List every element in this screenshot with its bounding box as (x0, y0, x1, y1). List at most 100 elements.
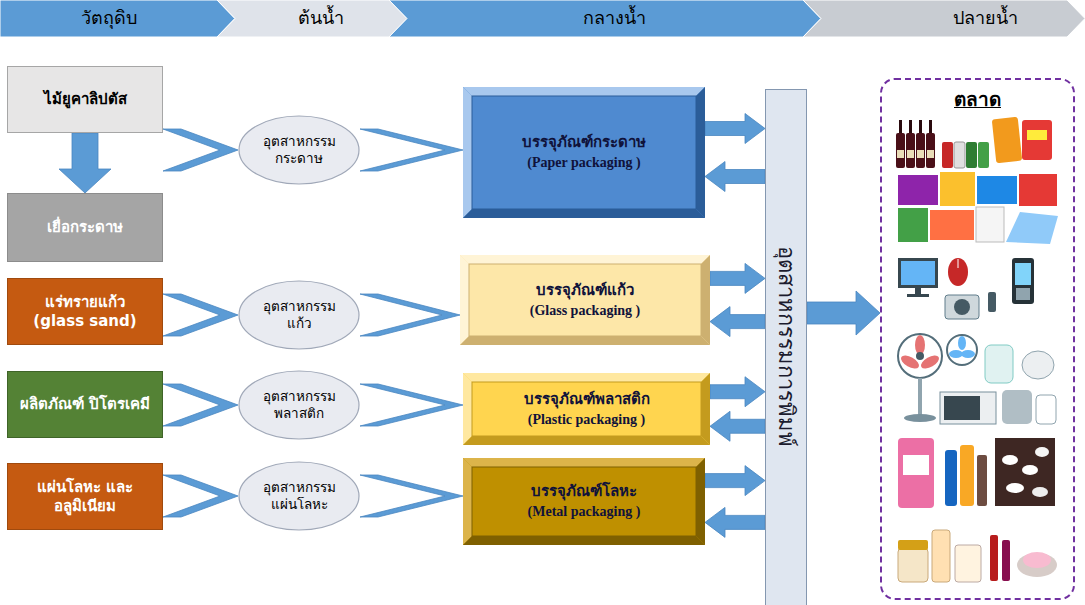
node-label: อุตสาหกรรม แก้ว (252, 298, 347, 332)
node-label: บรรจุภัณฑ์กระดาษ (522, 133, 646, 152)
flow-arrow (807, 291, 880, 335)
wine-bottles-part-part (919, 120, 922, 134)
raw-material-box: แร่ทรายแก้ว (glass sand) (7, 278, 163, 345)
drink-cans-part (978, 142, 989, 168)
packaging-box-outline-part (460, 255, 710, 264)
packaging-box-outline-part (696, 87, 705, 218)
appliances-part (904, 414, 936, 422)
cosmetics-part (955, 545, 981, 582)
appliances-part (1002, 390, 1032, 424)
snack-bags-part (1027, 130, 1047, 140)
boxed-goods-part (930, 210, 974, 240)
packaging-box-outline-part (463, 536, 705, 545)
drink-cans-part (942, 142, 953, 168)
pharma-goods-part (995, 438, 1055, 506)
packaging-box-outline-part (463, 87, 705, 96)
appliances-part (985, 345, 1013, 383)
boxed-goods-part (898, 208, 928, 242)
packaging-box-outline-part (463, 373, 710, 382)
wine-bottles (896, 120, 935, 168)
wine-bottles-part-part (926, 133, 935, 168)
chevron-arrow (360, 384, 463, 426)
flow-arrow (710, 411, 765, 441)
chevron-arrow (163, 294, 238, 336)
appliances-part (949, 350, 963, 358)
node-label: อุตสาหกรรม กระดาษ (252, 133, 347, 167)
electronics-part (1015, 263, 1031, 285)
pharma-goods-part (1002, 455, 1018, 465)
wine-bottles-part-part (917, 150, 924, 158)
wine-bottles-part-part (907, 150, 914, 158)
pharma-goods-part (1006, 483, 1024, 493)
industry-ellipse: อุตสาหกรรม กระดาษ (238, 115, 360, 185)
packaging-box-outline-part (460, 255, 469, 345)
industry-ellipse: อุตสาหกรรม แก้ว (238, 280, 360, 350)
appliances-part (1022, 351, 1054, 379)
boxed-goods-part (1006, 212, 1058, 244)
appliances-part (958, 336, 966, 350)
stage-header-outline-part (0, 0, 235, 37)
packaging-box-outline-part (463, 373, 472, 445)
node-label: ผลิตภัณฑ์ ปิโตรเคมี (20, 395, 150, 414)
pharma-goods (898, 438, 1055, 508)
boxed-goods-part (976, 207, 1004, 242)
industry-ellipse-outline-part (239, 371, 359, 439)
drink-cans-part (954, 142, 965, 168)
boxed-goods-part (898, 175, 938, 205)
drink-cans (942, 142, 989, 168)
packaging-box-outline-part (472, 382, 701, 436)
printing-bar: อุตสาหกรรมการพิมพ์ (765, 89, 807, 605)
packaging-box-outline-part (696, 458, 705, 545)
packaging-box-outline-part (472, 467, 696, 536)
appliances-part (898, 334, 942, 378)
cosmetics-part (990, 535, 998, 581)
cosmetics (898, 530, 1057, 582)
printing-bar-outline-part (766, 90, 807, 605)
node-label: วัตถุดิบ (81, 7, 137, 30)
packaging-box: บรรจุภัณฑ์พลาสติก (Plastic packaging ) (463, 373, 710, 445)
packaging-box-outline-part (463, 209, 705, 218)
pharma-goods-part (1032, 487, 1048, 497)
wine-bottles-part-part (927, 150, 934, 158)
chevron-arrow (360, 294, 460, 336)
packaging-box-outline-part (463, 436, 710, 445)
chevron-arrow (360, 129, 463, 171)
packaging-box-outline (463, 87, 705, 218)
packaging-box-outline (460, 255, 710, 345)
cosmetics-part (1023, 552, 1051, 568)
cosmetics-part (1017, 553, 1057, 577)
packaging-box-outline-part (460, 336, 710, 345)
raw-material-box: ไม้ยูคาลิปตัส (7, 66, 163, 133)
industry-ellipse: อุตสาหกรรม พลาสติก (238, 370, 360, 440)
packaging-box-outline (463, 458, 705, 545)
stage-header: วัตถุดิบ (0, 0, 235, 37)
boxed-goods-part (940, 172, 975, 206)
appliances-part (1036, 395, 1056, 424)
packaging-box-outline-part (701, 255, 710, 345)
electronics-part (954, 299, 970, 315)
packaging-box-outline-part (472, 96, 696, 209)
node-label: อุตสาหกรรม พลาสติก (252, 388, 347, 422)
electronics-part (988, 292, 996, 312)
packaging-box-outline-part (463, 458, 472, 545)
snack-bags-part (992, 117, 1022, 163)
boxed-goods (898, 172, 1058, 244)
packaging-box-outline-part (469, 264, 701, 336)
electronics-part (948, 258, 968, 286)
cosmetics-part (932, 530, 950, 582)
node-label: ต้นน้ำ (298, 7, 344, 30)
node-label: บรรจุภัณฑ์พลาสติก (524, 390, 650, 409)
english-label: (Plastic packaging ) (528, 411, 645, 429)
english-label: (Glass packaging ) (530, 302, 640, 320)
packaging-box-outline-part (463, 458, 705, 467)
packaging-box: บรรจุภัณฑ์กระดาษ(Paper packaging ) (463, 87, 705, 218)
flow-arrow (705, 162, 765, 192)
packaging-box-outline (463, 373, 710, 445)
flow-arrow (710, 263, 765, 293)
node-label: บรรจุภัณฑ์แก้ว (536, 281, 634, 300)
pharma-goods-part (1022, 465, 1038, 475)
stage-header: ปลายน้ำ (803, 0, 1085, 37)
appliances-part (947, 335, 977, 365)
